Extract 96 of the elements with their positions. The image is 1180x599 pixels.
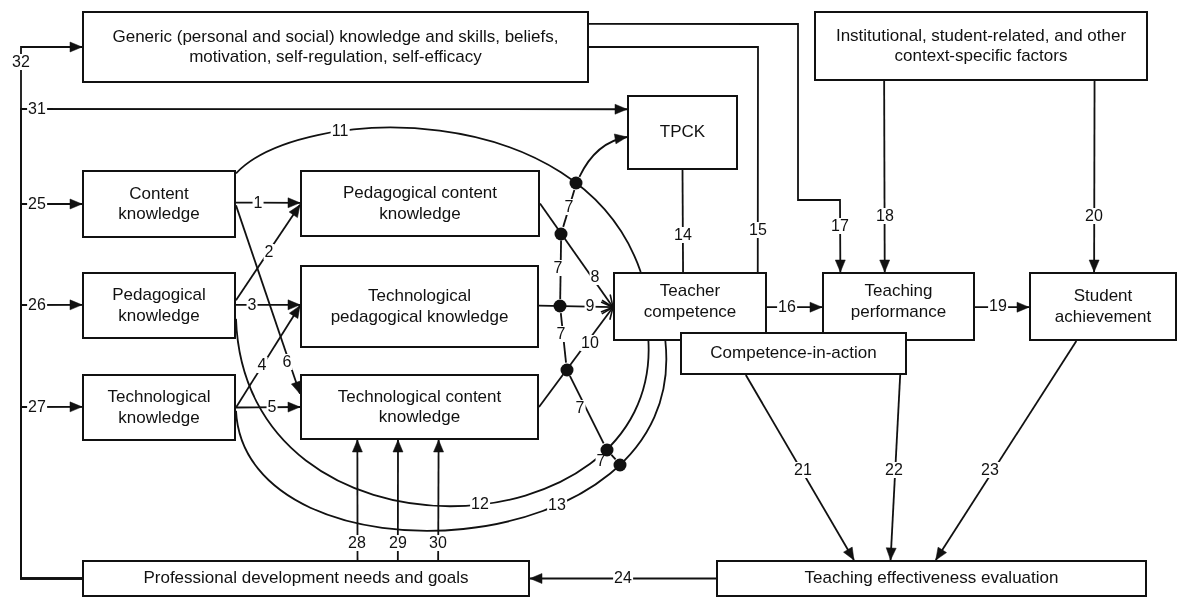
process-box xyxy=(300,170,540,237)
arrow xyxy=(235,401,301,413)
node-text: Competence-in-action xyxy=(710,343,877,364)
edge-label: 22 xyxy=(884,462,904,478)
edge-label: 3 xyxy=(246,297,258,313)
edge-label: 7 xyxy=(555,326,567,342)
edge-label: 15 xyxy=(748,222,768,238)
edge-label: 17 xyxy=(830,218,850,234)
arrow xyxy=(235,304,301,409)
edge-label: 30 xyxy=(428,535,448,551)
arrow xyxy=(744,374,855,561)
arrow xyxy=(1088,80,1100,273)
arrow xyxy=(529,573,717,584)
edge-label: 7 xyxy=(574,400,586,416)
process-box xyxy=(82,560,530,597)
edge-label: 24 xyxy=(613,570,633,586)
connector-line xyxy=(559,239,562,300)
process-box xyxy=(822,272,975,341)
node-text: Institutional, student-related, and other context-specific factors xyxy=(834,25,1128,67)
edge-label: 6 xyxy=(281,354,293,370)
node-text: Technological content knowledge xyxy=(336,386,503,428)
node-text: Technological pedagogical knowledge xyxy=(329,286,510,327)
process-box xyxy=(613,272,767,341)
process-box xyxy=(680,332,907,375)
process-box xyxy=(82,170,236,238)
edge-label: 7 xyxy=(563,199,575,215)
process-box xyxy=(82,374,236,441)
node-text: Technological knowledge xyxy=(106,387,212,428)
arrow xyxy=(352,439,363,561)
node-text: Teaching effectiveness evaluation xyxy=(804,568,1059,589)
junction-dot xyxy=(569,176,584,191)
arrow xyxy=(879,80,890,273)
node-text: Content knowledge xyxy=(117,183,201,225)
edge-label: 31 xyxy=(27,101,47,117)
edge-label: 10 xyxy=(580,335,600,351)
edge-label: 12 xyxy=(470,496,490,512)
node-text: TPCK xyxy=(659,122,706,143)
edge-label: 16 xyxy=(777,299,797,315)
edge-label: 21 xyxy=(793,462,813,478)
edge-label: 8 xyxy=(589,269,601,285)
edge-label: 26 xyxy=(27,297,47,313)
connector-line xyxy=(588,46,759,273)
process-box xyxy=(1029,272,1177,341)
junction-dot xyxy=(553,299,568,314)
process-box xyxy=(300,374,539,440)
edge-label: 29 xyxy=(388,535,408,551)
edge-label: 11 xyxy=(330,123,350,139)
arrow xyxy=(539,202,614,309)
junction-dot xyxy=(613,457,628,472)
arrow xyxy=(20,41,83,580)
edge-label: 5 xyxy=(266,399,278,415)
arrow xyxy=(392,439,404,561)
edge-label: 7 xyxy=(552,260,564,276)
arrow xyxy=(433,439,444,561)
junction-dot xyxy=(554,226,569,241)
arrow xyxy=(934,340,1078,561)
edge-label: 9 xyxy=(584,298,596,314)
process-box xyxy=(82,11,589,83)
node-text: Teacher competence xyxy=(642,281,738,322)
connector-line xyxy=(235,126,642,273)
arrow xyxy=(235,197,301,209)
process-box xyxy=(814,11,1148,81)
junction-dot xyxy=(559,362,574,377)
edge-label: 1 xyxy=(252,195,264,211)
edge-label: 27 xyxy=(27,399,47,415)
edge-label: 4 xyxy=(256,357,268,373)
edge-label: 28 xyxy=(347,535,367,551)
edge-label: 23 xyxy=(980,462,1000,478)
connector-line xyxy=(559,312,567,364)
edge-label: 13 xyxy=(547,497,567,513)
connector-line xyxy=(681,169,684,273)
process-box xyxy=(300,265,539,348)
node-text: Professional development needs and goals xyxy=(143,568,469,589)
edge-label: 18 xyxy=(875,208,895,224)
process-box xyxy=(82,272,236,339)
edge-label: 19 xyxy=(988,298,1008,314)
connector-line xyxy=(235,340,667,532)
arrow xyxy=(885,374,902,561)
connector-line xyxy=(569,374,605,445)
arrow xyxy=(538,301,614,313)
arrow xyxy=(578,134,628,178)
edge-label: 25 xyxy=(27,196,47,212)
node-text: Teaching performance xyxy=(849,281,948,322)
edge-label: 2 xyxy=(263,244,275,260)
node-text: Pedagogical knowledge xyxy=(111,285,207,326)
process-box xyxy=(716,560,1147,597)
edge-label: 32 xyxy=(11,54,31,70)
node-text: Generic (personal and social) knowledge and skills, beliefs, motivation, self-regulation, self-efficacy xyxy=(111,26,560,68)
edge-label: 14 xyxy=(673,227,693,243)
arrow xyxy=(538,306,614,408)
node-text: Student achievement xyxy=(1053,286,1153,327)
process-box xyxy=(627,95,738,170)
arrow xyxy=(588,23,846,273)
node-text: Pedagogical content knowledge xyxy=(341,183,499,224)
arrow xyxy=(235,299,301,311)
edge-label: 20 xyxy=(1084,208,1104,224)
